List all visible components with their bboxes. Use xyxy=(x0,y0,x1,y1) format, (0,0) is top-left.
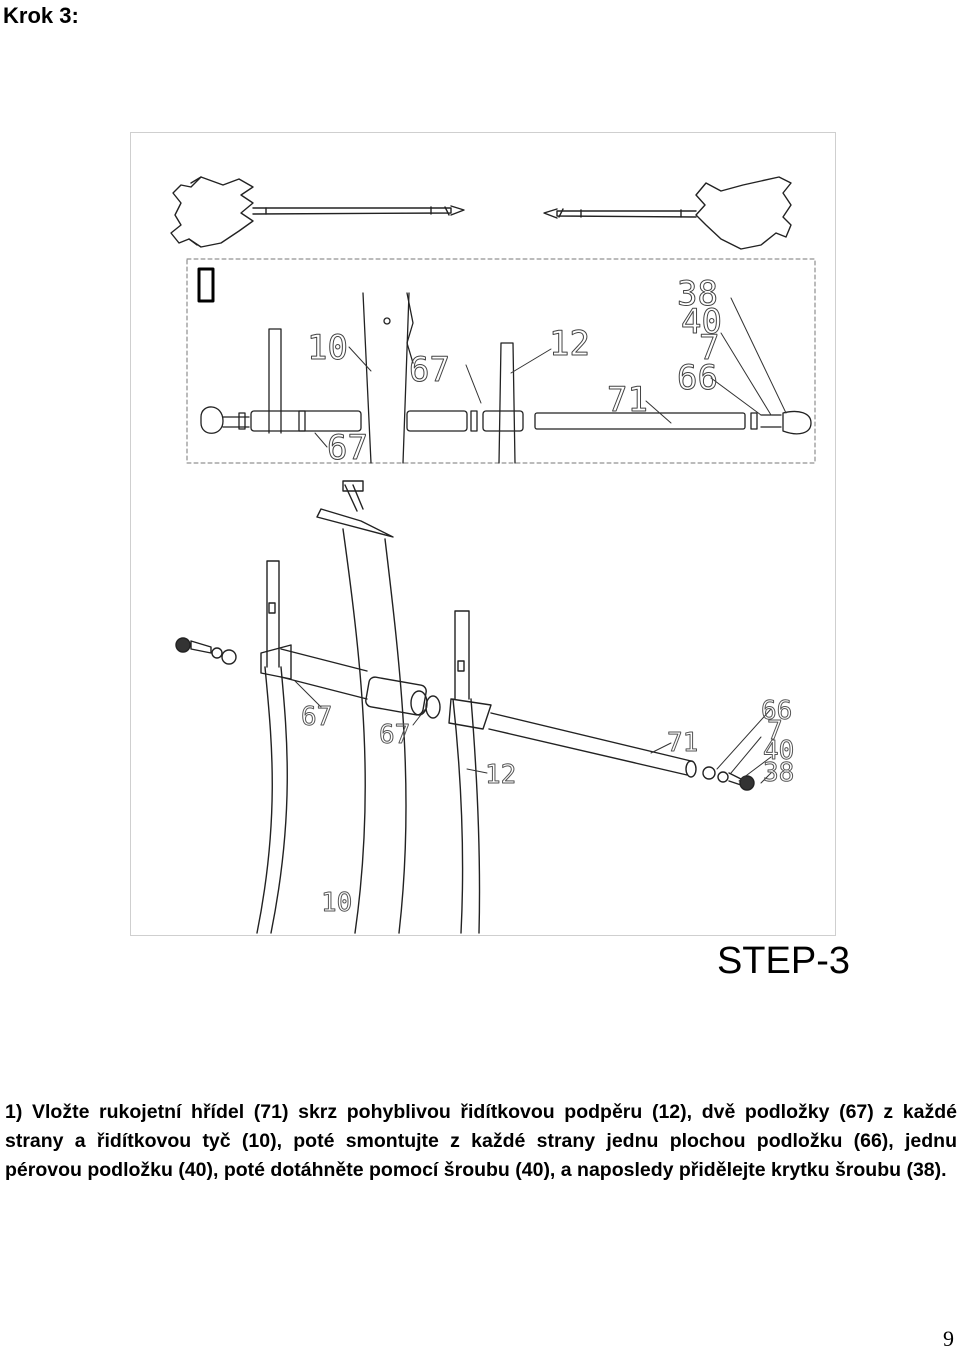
main-label-66: 66 xyxy=(761,696,792,726)
main-label-71: 71 xyxy=(667,728,698,758)
main-label-7: 7 xyxy=(767,716,783,746)
main-label-40: 40 xyxy=(763,736,794,766)
detail-callouts xyxy=(314,297,787,448)
detail-label-67b: 67 xyxy=(327,428,368,468)
wrench-tool-left xyxy=(170,176,465,248)
main-assembly xyxy=(175,480,755,934)
detail-label-38: 38 xyxy=(677,274,718,314)
step-heading: Krok 3: xyxy=(3,3,79,28)
detail-label-67: 67 xyxy=(409,350,450,390)
step-label: STEP-3 xyxy=(716,940,850,982)
instruction-paragraph: 1) Vložte rukojetní hřídel (71) skrz poh… xyxy=(5,1101,957,1181)
main-label-38: 38 xyxy=(763,758,794,788)
detail-label-71: 71 xyxy=(607,380,648,420)
detail-label-40: 40 xyxy=(681,302,722,342)
page-number: 9 xyxy=(943,1326,954,1351)
main-label-67: 67 xyxy=(301,702,332,732)
detail-inset xyxy=(186,258,816,464)
detail-label-12: 12 xyxy=(549,324,590,364)
main-label-67b: 67 xyxy=(379,720,410,750)
wrench-tool-right xyxy=(543,176,792,250)
main-label-10: 10 xyxy=(321,888,352,918)
assembly-drawing: 10 67 12 38 40 7 66 71 67 xyxy=(130,132,836,936)
detail-label-7: 7 xyxy=(699,328,719,368)
main-callouts xyxy=(294,680,772,784)
detail-label-10: 10 xyxy=(307,328,348,368)
main-label-12: 12 xyxy=(485,760,516,790)
detail-label-66: 66 xyxy=(677,358,718,398)
